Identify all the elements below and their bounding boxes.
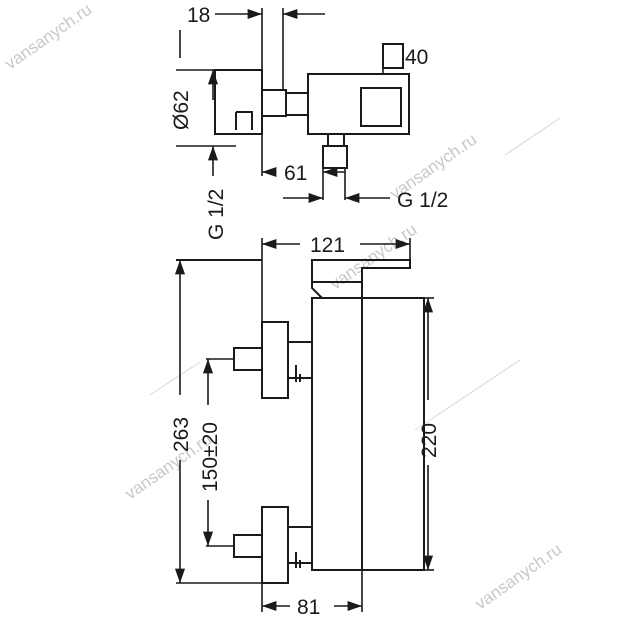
front-view: 121 263 150±20 220 81 <box>170 234 441 619</box>
upper-pipe <box>233 347 263 371</box>
lower-escutcheon <box>261 506 289 584</box>
dim-18-label: 18 <box>187 4 210 27</box>
outlet-connector <box>322 145 348 169</box>
dim-61-label: 61 <box>284 162 307 185</box>
lower-pipe <box>233 534 263 558</box>
dim-diameter-label: Ø62 <box>170 90 193 130</box>
watermark-group: vansanych.ru vansanych.ru vansanych.ru v… <box>1 0 565 613</box>
lower-nut <box>287 526 313 564</box>
mixer-body-top <box>307 73 410 135</box>
top-view: 18 Ø62 40 61 G 1/2 G 1/2 <box>170 4 448 240</box>
cap-square <box>382 43 404 69</box>
dim-220-label: 220 <box>418 423 441 458</box>
outlet-nut <box>327 133 345 147</box>
upper-nut <box>287 341 313 379</box>
body-right-column <box>361 297 425 571</box>
watermark-text: vansanych.ru <box>1 0 95 73</box>
escutcheon-plate <box>214 69 263 135</box>
dim-150-label: 150±20 <box>199 422 222 492</box>
thread-right-label: G 1/2 <box>397 189 448 212</box>
lower-nut-detail <box>295 552 301 568</box>
watermark-line <box>504 117 561 156</box>
upper-nut-detail <box>295 365 301 382</box>
connector-square <box>285 92 309 116</box>
body-left-column <box>311 297 363 571</box>
dim-81-label: 81 <box>297 596 320 619</box>
watermark-line <box>414 359 521 431</box>
handle-square <box>360 87 402 127</box>
dim-40-label: 40 <box>405 46 428 69</box>
watermark-text: vansanych.ru <box>471 540 565 614</box>
upper-escutcheon <box>261 321 289 399</box>
connector-nut <box>261 89 287 117</box>
thread-left-label: G 1/2 <box>205 189 228 240</box>
dim-263-label: 263 <box>170 417 193 452</box>
watermark-line <box>149 361 201 396</box>
dim-121-label: 121 <box>310 234 345 257</box>
plate-notch <box>236 111 253 130</box>
